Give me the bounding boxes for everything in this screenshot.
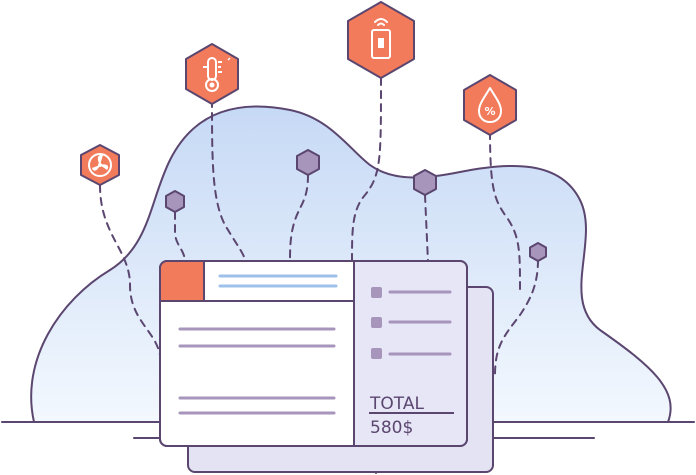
item-list: [371, 287, 452, 359]
thermometer-icon: [185, 43, 239, 105]
list-item: [371, 317, 452, 328]
ground-lines: [1, 421, 695, 439]
header-lines: [218, 274, 338, 288]
node-hexagon: [296, 149, 320, 176]
node-hexagon: [413, 169, 437, 196]
node-hexagon: [165, 190, 185, 213]
node-hexagons: [165, 149, 547, 262]
total-label: TOTAL: [369, 394, 424, 414]
total-value: 580$: [370, 418, 413, 438]
fan-icon: [80, 144, 120, 186]
smart-plug-icon: [347, 1, 415, 79]
list-item: [371, 287, 452, 298]
node-hexagon: [529, 242, 547, 262]
humidity-percent-symbol: %: [484, 105, 495, 118]
humidity-icon: %: [463, 74, 517, 136]
content-lines: [178, 327, 336, 415]
list-item: [371, 348, 452, 359]
